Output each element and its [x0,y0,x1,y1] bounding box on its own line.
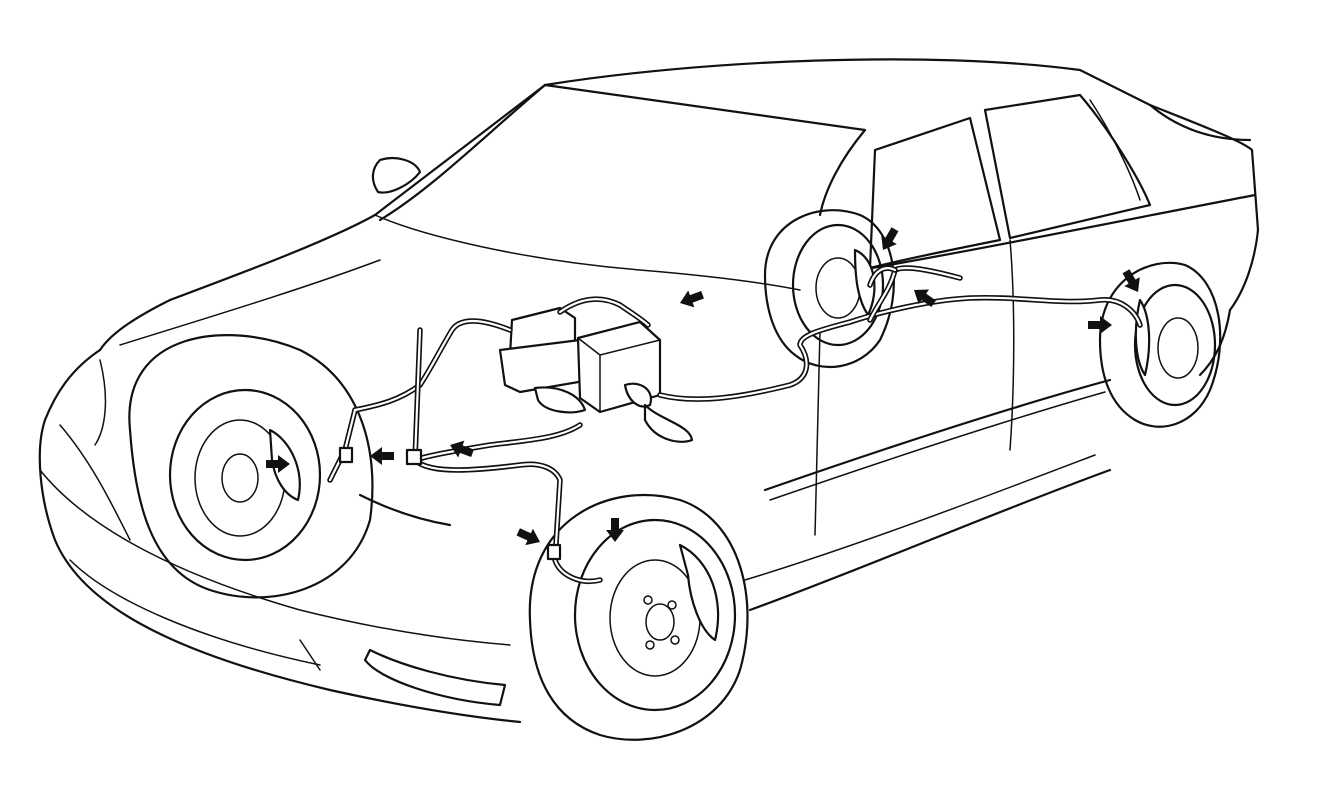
arrow-front-left-caliper [266,455,290,473]
arrow-front-right-caliper [606,518,624,542]
arrow-rear-left-caliper [881,227,899,250]
arrow-rear-left-pipe-joint [914,289,936,308]
front-left-wheel [128,334,374,599]
rear-left-wheel [763,209,895,369]
arrow-front-left-hose-joint [370,447,394,465]
arrow-rear-right-pipe-joint [1088,316,1112,334]
master-cylinder [498,306,592,414]
brake-pipes [327,265,1143,584]
front-right-wheel [528,493,749,741]
arrow-front-right-hose-joint [516,528,540,546]
arrow-abs-actuator [680,290,704,308]
indicator-arrows [266,227,1140,546]
arrow-rear-right-caliper [1122,269,1140,292]
rear-right-wheel [1098,261,1222,428]
car-body [38,58,1260,724]
abs-actuator [576,320,694,443]
arrow-pipe-junction-block [450,440,474,458]
